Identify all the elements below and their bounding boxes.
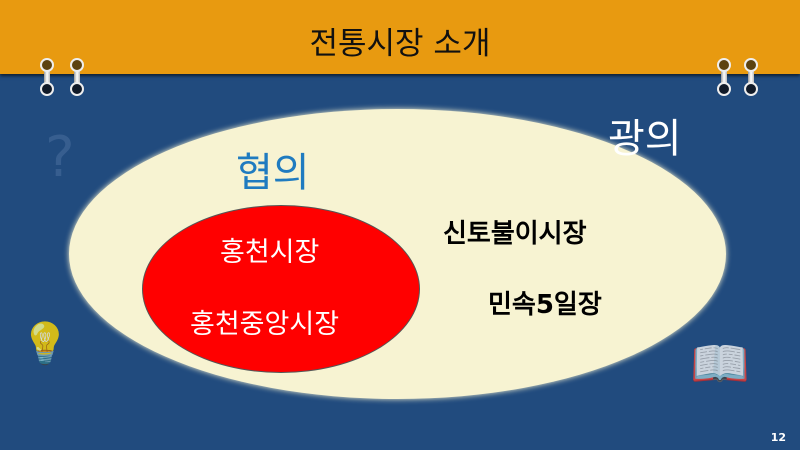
binder-ring-icon bbox=[70, 58, 84, 96]
binder-ring-icon bbox=[40, 58, 54, 96]
binder-ring-icon bbox=[717, 58, 731, 96]
slide-title: 전통시장 소개 bbox=[309, 26, 491, 62]
page-number: 12 bbox=[770, 431, 786, 444]
lightbulb-icon: 💡 bbox=[20, 321, 70, 367]
header-bar: 전통시장 소개 bbox=[0, 0, 800, 74]
narrow-market: 홍천중앙시장 bbox=[190, 309, 340, 340]
broad-market: 민속5일장 bbox=[488, 290, 602, 320]
broad-market: 신토불이시장 bbox=[443, 219, 587, 249]
narrow-market: 홍천시장 bbox=[220, 237, 320, 268]
binder-ring-icon bbox=[744, 58, 758, 96]
narrow-label: 협의 bbox=[236, 150, 310, 196]
narrow-definition-ellipse bbox=[142, 205, 420, 373]
broad-label: 광의 bbox=[608, 116, 682, 162]
question-mark-icon: ? bbox=[45, 125, 75, 190]
book-icon: 📖 bbox=[690, 336, 750, 392]
